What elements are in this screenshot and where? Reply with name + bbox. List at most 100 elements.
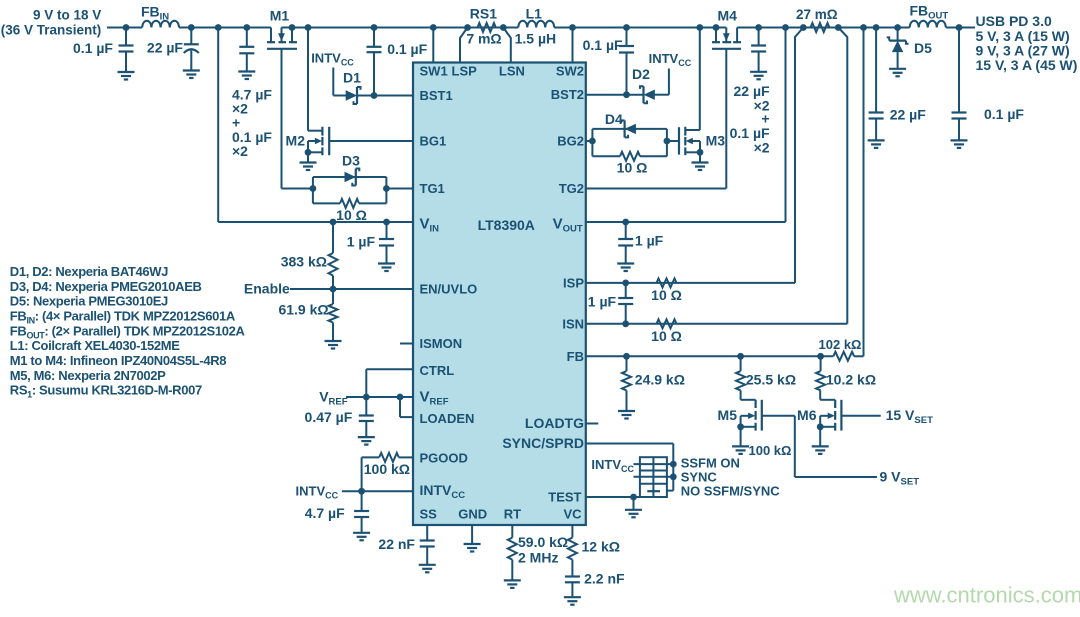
svg-text:L1: L1 — [526, 6, 543, 22]
svg-text:24.9 kΩ: 24.9 kΩ — [635, 372, 685, 388]
svg-text:1 µF: 1 µF — [347, 234, 376, 250]
svg-text:100 kΩ: 100 kΩ — [364, 461, 410, 477]
svg-text:2 MHz: 2 MHz — [518, 549, 558, 565]
svg-text:LSN: LSN — [499, 64, 525, 79]
svg-text:GND: GND — [458, 507, 487, 522]
svg-text:M3: M3 — [706, 132, 726, 148]
svg-text:NO SSFM/SYNC: NO SSFM/SYNC — [681, 483, 781, 498]
svg-text:M6: M6 — [797, 407, 817, 423]
svg-text:FBOUT: (2× Parallel) TDK MPZ20: FBOUT: (2× Parallel) TDK MPZ2012S102A — [10, 323, 246, 340]
svg-text:BG2: BG2 — [557, 134, 584, 149]
svg-text:PGOOD: PGOOD — [420, 451, 468, 466]
svg-text:×2: ×2 — [754, 98, 770, 114]
svg-text:RT: RT — [504, 507, 521, 522]
svg-text:ISMON: ISMON — [420, 336, 463, 351]
svg-text:LOADEN: LOADEN — [420, 411, 475, 426]
svg-text:×2: ×2 — [232, 143, 248, 159]
svg-text:27 mΩ: 27 mΩ — [796, 7, 838, 22]
svg-text:10 Ω: 10 Ω — [617, 160, 648, 176]
svg-text:0.1 µF: 0.1 µF — [984, 106, 1024, 122]
svg-text:0.1 µF: 0.1 µF — [73, 40, 113, 56]
svg-text:22 µF: 22 µF — [147, 40, 184, 56]
svg-text:SYNC: SYNC — [681, 470, 718, 485]
svg-text:RS1: Susumu KRL3216D-M-R007: RS1: Susumu KRL3216D-M-R007 — [10, 383, 202, 400]
svg-text:4.7 µF: 4.7 µF — [305, 505, 345, 521]
svg-text:D4: D4 — [605, 111, 623, 127]
svg-text:12 kΩ: 12 kΩ — [582, 539, 620, 555]
svg-text:D1, D2: Nexperia BAT46WJ: D1, D2: Nexperia BAT46WJ — [10, 264, 168, 279]
svg-text:SS: SS — [420, 507, 438, 522]
svg-text:FBIN: (4× Parallel) TDK MPZ201: FBIN: (4× Parallel) TDK MPZ2012S601A — [10, 309, 236, 326]
svg-text:59.0 kΩ: 59.0 kΩ — [518, 534, 568, 550]
svg-text:LT8390A: LT8390A — [478, 217, 535, 233]
svg-text:SW2: SW2 — [556, 64, 584, 79]
svg-text:7 mΩ: 7 mΩ — [466, 31, 501, 47]
svg-text:2.2 nF: 2.2 nF — [584, 571, 625, 587]
svg-text:TG1: TG1 — [420, 181, 445, 196]
svg-text:TEST: TEST — [548, 490, 581, 505]
svg-text:1 µF: 1 µF — [588, 294, 617, 310]
svg-text:1 µF: 1 µF — [635, 233, 664, 249]
svg-text:M2: M2 — [286, 132, 306, 148]
svg-text:+: + — [761, 110, 769, 126]
svg-text:22 µF: 22 µF — [734, 83, 771, 99]
svg-text:D2: D2 — [632, 66, 650, 82]
svg-text:www.cntronics.com: www.cntronics.com — [893, 583, 1080, 608]
svg-text:VC: VC — [563, 507, 582, 522]
svg-text:BST1: BST1 — [420, 88, 453, 103]
svg-text:D5: Nexperia PMEG3010EJ: D5: Nexperia PMEG3010EJ — [10, 294, 168, 309]
svg-text:0.1 µF: 0.1 µF — [730, 125, 770, 141]
svg-text:×2: ×2 — [232, 101, 248, 117]
svg-text:M4: M4 — [717, 7, 737, 23]
svg-text:10 Ω: 10 Ω — [336, 207, 367, 223]
svg-text:10 Ω: 10 Ω — [651, 328, 682, 344]
svg-text:10 Ω: 10 Ω — [651, 287, 682, 303]
svg-text:1.5 µH: 1.5 µH — [515, 31, 557, 47]
svg-text:LSP: LSP — [452, 64, 478, 79]
svg-text:RS1: RS1 — [470, 6, 497, 22]
svg-text:+: + — [232, 115, 240, 131]
svg-text:SSFM ON: SSFM ON — [681, 456, 740, 471]
svg-text:EN/UVLO: EN/UVLO — [420, 282, 478, 297]
svg-text:BG1: BG1 — [420, 134, 447, 149]
svg-text:M5: M5 — [718, 407, 738, 423]
svg-text:TG2: TG2 — [559, 181, 584, 196]
svg-text:M1: M1 — [270, 7, 290, 23]
svg-text:×2: ×2 — [754, 140, 770, 156]
svg-text:SYNC/SPRD: SYNC/SPRD — [502, 435, 584, 451]
svg-text:15 V, 3 A (45 W): 15 V, 3 A (45 W) — [976, 57, 1078, 73]
svg-text:10.2 kΩ: 10.2 kΩ — [826, 372, 876, 388]
svg-text:0.1 µF: 0.1 µF — [583, 37, 623, 53]
svg-text:USB PD 3.0: USB PD 3.0 — [976, 13, 1052, 29]
svg-text:25.5 kΩ: 25.5 kΩ — [746, 372, 796, 388]
svg-text:D3, D4: Nexperia PMEG2010AEB: D3, D4: Nexperia PMEG2010AEB — [10, 279, 202, 294]
svg-text:61.9 kΩ: 61.9 kΩ — [278, 302, 328, 318]
svg-text:22 µF: 22 µF — [890, 107, 927, 123]
svg-text:5 V, 3 A (15 W): 5 V, 3 A (15 W) — [976, 28, 1070, 44]
svg-text:M5, M6: Nexperia 2N7002P: M5, M6: Nexperia 2N7002P — [10, 368, 166, 383]
svg-text:CTRL: CTRL — [420, 363, 455, 378]
svg-text:22 nF: 22 nF — [378, 536, 415, 552]
svg-text:SW1: SW1 — [420, 64, 448, 79]
svg-text:383 kΩ: 383 kΩ — [281, 254, 327, 270]
svg-text:M1 to M4: Infineon IPZ40N04S5L: M1 to M4: Infineon IPZ40N04S5L-4R8 — [10, 353, 226, 368]
svg-text:100 kΩ: 100 kΩ — [749, 443, 792, 458]
svg-text:0.1 µF: 0.1 µF — [232, 129, 272, 145]
svg-text:9 V, 3 A (27 W): 9 V, 3 A (27 W) — [976, 42, 1070, 58]
svg-text:ISN: ISN — [562, 316, 584, 331]
svg-text:4.7 µF: 4.7 µF — [232, 87, 272, 103]
svg-text:D1: D1 — [343, 70, 361, 86]
svg-text:LOADTG: LOADTG — [525, 415, 584, 431]
svg-text:(36 V Transient): (36 V Transient) — [1, 22, 102, 37]
svg-text:FB: FB — [567, 349, 584, 364]
svg-text:D3: D3 — [342, 153, 360, 169]
svg-text:0.1 µF: 0.1 µF — [387, 41, 427, 57]
svg-text:Enable: Enable — [244, 280, 290, 296]
svg-text:D5: D5 — [914, 40, 932, 56]
svg-text:9 V to 18 V: 9 V to 18 V — [33, 8, 101, 23]
svg-text:0.47 µF: 0.47 µF — [305, 409, 353, 425]
svg-text:ISP: ISP — [563, 275, 584, 290]
svg-text:BST2: BST2 — [551, 87, 584, 102]
svg-text:L1: Coilcraft XEL4030-152ME: L1: Coilcraft XEL4030-152ME — [10, 338, 180, 353]
svg-text:102 kΩ: 102 kΩ — [819, 337, 862, 352]
